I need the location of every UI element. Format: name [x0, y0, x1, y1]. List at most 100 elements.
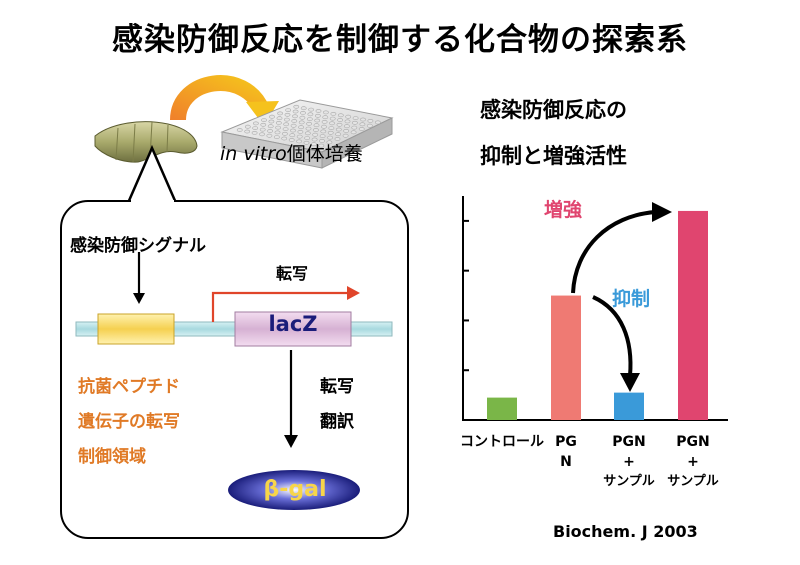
plate-well — [313, 123, 320, 128]
plate-well — [274, 130, 281, 135]
plate-well — [281, 136, 288, 141]
plate-well — [343, 128, 350, 133]
plate-well — [298, 125, 304, 130]
promoter-region — [97, 313, 175, 345]
plate-well — [281, 131, 288, 136]
plate-well — [327, 130, 334, 135]
plate-well — [293, 104, 300, 109]
plate-well — [308, 107, 314, 112]
plate-well — [336, 122, 343, 127]
bubble-join — [131, 200, 174, 206]
plate-well — [288, 138, 295, 142]
plate-well — [291, 119, 298, 123]
plate-well — [297, 129, 304, 134]
plate-well — [335, 127, 342, 132]
plate-well — [310, 142, 317, 147]
x-label-line: サンプル — [667, 474, 719, 489]
plate-well — [236, 128, 243, 132]
signal-arrow-icon — [133, 252, 145, 304]
plate-well — [267, 129, 273, 133]
suppress-label: 抑制 — [612, 288, 651, 310]
bar-3 — [678, 210, 708, 420]
suppress-arrow-icon — [592, 295, 640, 392]
curved-arrow-icon — [170, 75, 279, 126]
plate-well — [290, 123, 297, 128]
beta-gal-product — [228, 470, 360, 510]
plate-well — [252, 121, 259, 126]
plate-well — [319, 134, 326, 139]
plate-well — [259, 132, 265, 137]
bar-2 — [614, 392, 644, 420]
enhance-arrow-icon — [571, 202, 672, 294]
plate-well — [350, 130, 357, 135]
x-label-line: サンプル — [603, 474, 655, 489]
beta-gal-label: β-gal — [263, 477, 327, 502]
plate-well — [322, 110, 329, 115]
plate-well — [303, 140, 310, 145]
plate-well — [251, 130, 258, 135]
plate-well — [345, 114, 352, 119]
plate-well — [321, 120, 328, 124]
plate-well — [304, 136, 311, 141]
plate-well — [259, 127, 266, 132]
bar-0 — [487, 397, 517, 420]
plate-well — [328, 126, 335, 131]
enhance-label: 増強 — [544, 199, 583, 221]
x-label-line: PGN — [676, 434, 710, 450]
plate-well — [296, 134, 303, 139]
plate-well — [374, 120, 381, 125]
transcription-label: 転写 — [276, 264, 309, 283]
plate-well — [343, 124, 350, 129]
plate-well — [289, 133, 296, 138]
step-transcription: 転写 — [320, 377, 354, 397]
plate-well — [312, 132, 319, 137]
plate-well — [329, 121, 335, 126]
plate-well — [296, 139, 302, 144]
plate-well — [260, 122, 267, 127]
plate-well — [335, 132, 341, 137]
plate-well — [275, 121, 282, 125]
x-label-0: コントロール — [442, 432, 562, 452]
plate-well — [244, 129, 251, 134]
translation-arrow-icon — [284, 350, 298, 448]
chart-title-line1: 感染防御反応の — [480, 98, 627, 122]
plate-well — [311, 137, 318, 142]
plate-well — [282, 127, 289, 132]
plate-well — [300, 111, 306, 115]
plate-well — [314, 113, 321, 118]
transcription-arrow-icon — [211, 286, 360, 322]
plate-well — [273, 135, 280, 140]
plate-well — [283, 117, 290, 122]
orange-line-1: 抗菌ペプチド — [78, 377, 180, 397]
plate-well — [337, 113, 344, 118]
plate-well — [285, 108, 292, 113]
in-vitro-culture-label: in vitro個体培養 — [220, 139, 363, 166]
plate-well — [359, 122, 366, 127]
x-label-line: PGN — [612, 434, 646, 450]
plate-well — [312, 128, 319, 132]
plate-well — [298, 120, 305, 125]
plate-well — [266, 133, 273, 138]
lacz-gene — [234, 311, 352, 347]
plate-well — [304, 131, 311, 136]
plate-well — [244, 124, 251, 129]
plate-well — [358, 127, 365, 131]
plate-well — [306, 117, 313, 122]
x-label-line: + — [687, 454, 699, 470]
plate-well — [299, 115, 306, 120]
x-label-2: PGN+サンプル — [569, 432, 689, 492]
plate-well — [367, 119, 374, 123]
x-label-line: PG — [555, 434, 577, 450]
plate-well — [326, 140, 333, 145]
infection-signal-label: 感染防御シグナル — [70, 236, 206, 256]
plate-well — [292, 114, 298, 119]
plate-well — [337, 118, 343, 122]
plate-well — [283, 122, 290, 127]
plate-well — [305, 126, 312, 131]
chart-title-line2: 抑制と増強活性 — [480, 144, 627, 168]
lacz-label: lacZ — [268, 312, 318, 336]
plate-well — [351, 125, 358, 130]
microplate-icon — [220, 99, 394, 169]
plate-well — [360, 117, 366, 122]
